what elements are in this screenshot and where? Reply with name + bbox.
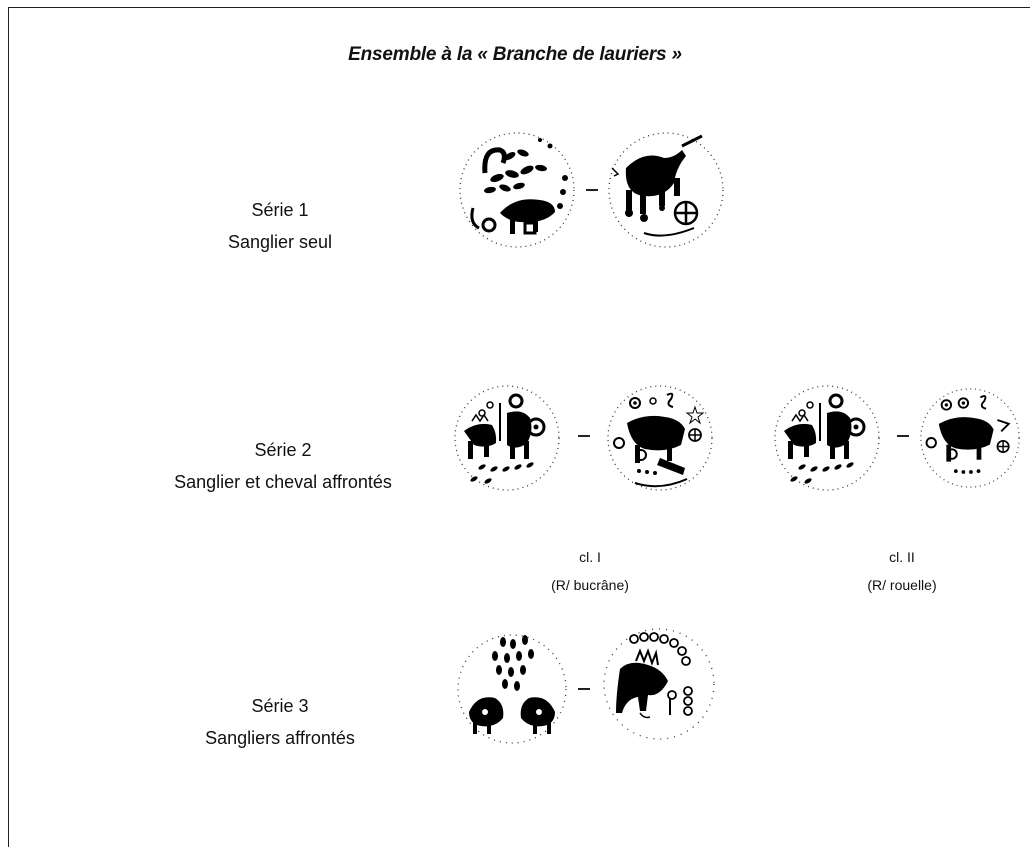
class-2-label: cl. II	[889, 549, 915, 565]
series-1-label: Série 1 Sanglier seul	[180, 194, 380, 258]
class-1-obverse-coin	[454, 385, 560, 491]
series-1-description: Sanglier seul	[227, 232, 333, 252]
series-1-reverse-coin	[608, 132, 724, 248]
series-3-description: Sangliers affrontés	[205, 728, 355, 748]
series-3-obverse-coin	[457, 634, 567, 744]
figure-frame	[8, 7, 1030, 847]
series-1-obverse-coin	[459, 132, 575, 248]
series-3-name: Série 3	[251, 696, 309, 716]
class-1-caption: cl. I (R/ bucrâne)	[520, 543, 660, 599]
separator-2	[578, 435, 590, 437]
class-2-reverse-coin	[920, 388, 1020, 488]
separator-3	[897, 435, 909, 437]
series-1-name: Série 1	[251, 200, 309, 220]
class-2-reverse: (R/ rouelle)	[867, 577, 937, 593]
series-2-name: Série 2	[254, 440, 312, 460]
class-2-caption: cl. II (R/ rouelle)	[832, 543, 972, 599]
class-1-reverse-coin	[607, 385, 713, 491]
class-1-reverse: (R/ bucrâne)	[551, 577, 629, 593]
series-2-description: Sanglier et cheval affrontés	[174, 472, 392, 492]
figure-title: Ensemble à la « Branche de lauriers »	[348, 44, 682, 65]
series-2-label: Série 2 Sanglier et cheval affrontés	[138, 434, 428, 498]
series-3-label: Série 3 Sangliers affrontés	[170, 690, 390, 754]
series-3-reverse-coin	[603, 628, 715, 740]
separator-1	[586, 189, 598, 191]
separator-4	[578, 688, 590, 690]
class-1-label: cl. I	[579, 549, 601, 565]
class-2-obverse-coin	[774, 385, 880, 491]
